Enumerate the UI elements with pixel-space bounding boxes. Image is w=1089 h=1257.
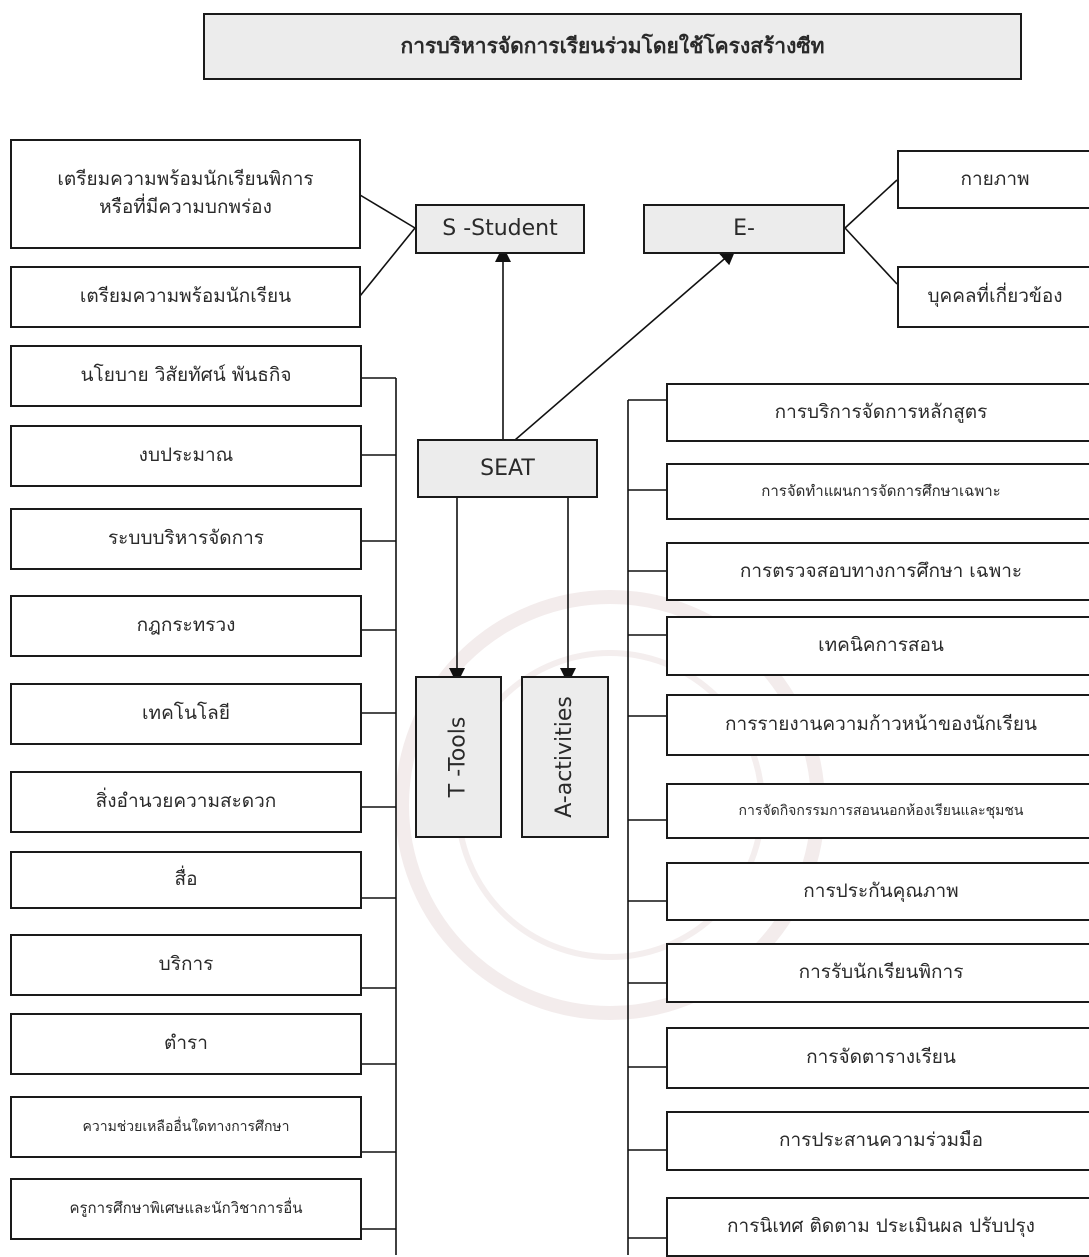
activity-item-curriculum: การบริการจัดการหลักสูตร: [666, 383, 1089, 442]
tools-item-facilities: สิ่งอำนวยความสะดวก: [10, 771, 362, 833]
activity-item-cooperation: การประสานความร่วมมือ: [666, 1111, 1089, 1171]
env-item-physical: กายภาพ: [897, 150, 1089, 209]
activity-item-assessment: การตรวจสอบทางการศึกษา เฉพาะ: [666, 542, 1089, 601]
tools-item-regulation: กฎกระทรวง: [10, 595, 362, 657]
activity-item-teaching: เทคนิคการสอน: [666, 616, 1089, 676]
tools-item-technology: เทคโนโลยี: [10, 683, 362, 745]
activities-box: A-activities: [521, 676, 609, 838]
tools-item-budget: งบประมาณ: [10, 425, 362, 487]
env-item-people: บุคคลที่เกี่ยวข้อง: [897, 266, 1089, 328]
diagram-title: การบริหารจัดการเรียนร่วมโดยใช้โครงสร้างซ…: [203, 13, 1022, 80]
activity-item-timetable: การจัดตารางเรียน: [666, 1027, 1089, 1089]
tools-item-management: ระบบบริหารจัดการ: [10, 508, 362, 570]
student-item-2: เตรียมความพร้อมนักเรียน: [10, 266, 361, 328]
tools-item-service: บริการ: [10, 934, 362, 996]
environment-box: E-: [643, 204, 845, 254]
tools-item-teachers: ครูการศึกษาพิเศษและนักวิชาการอื่น: [10, 1178, 362, 1240]
activity-item-outdoor: การจัดกิจกรรมการสอนนอกห้องเรียนและชุมชน: [666, 783, 1089, 839]
activity-item-progress: การรายงานความก้าวหน้าของนักเรียน: [666, 694, 1089, 756]
tools-item-policy: นโยบาย วิสัยทัศน์ พันธกิจ: [10, 345, 362, 407]
tools-item-media: สื่อ: [10, 851, 362, 909]
activity-item-quality: การประกันคุณภาพ: [666, 862, 1089, 921]
student-box: S -Student: [415, 204, 585, 254]
tools-item-textbook: ตำรา: [10, 1013, 362, 1075]
tools-box: T -Tools: [415, 676, 502, 838]
activity-item-supervision: การนิเทศ ติดตาม ประเมินผล ปรับปรุง: [666, 1197, 1089, 1257]
activity-item-iep: การจัดทำแผนการจัดการศึกษาเฉพาะ: [666, 463, 1089, 520]
seat-center-box: SEAT: [417, 439, 598, 498]
activity-item-admission: การรับนักเรียนพิการ: [666, 943, 1089, 1003]
tools-item-assistance: ความช่วยเหลืออื่นใดทางการศึกษา: [10, 1096, 362, 1158]
student-item-1: เตรียมความพร้อมนักเรียนพิการ หรือที่มีคว…: [10, 139, 361, 249]
